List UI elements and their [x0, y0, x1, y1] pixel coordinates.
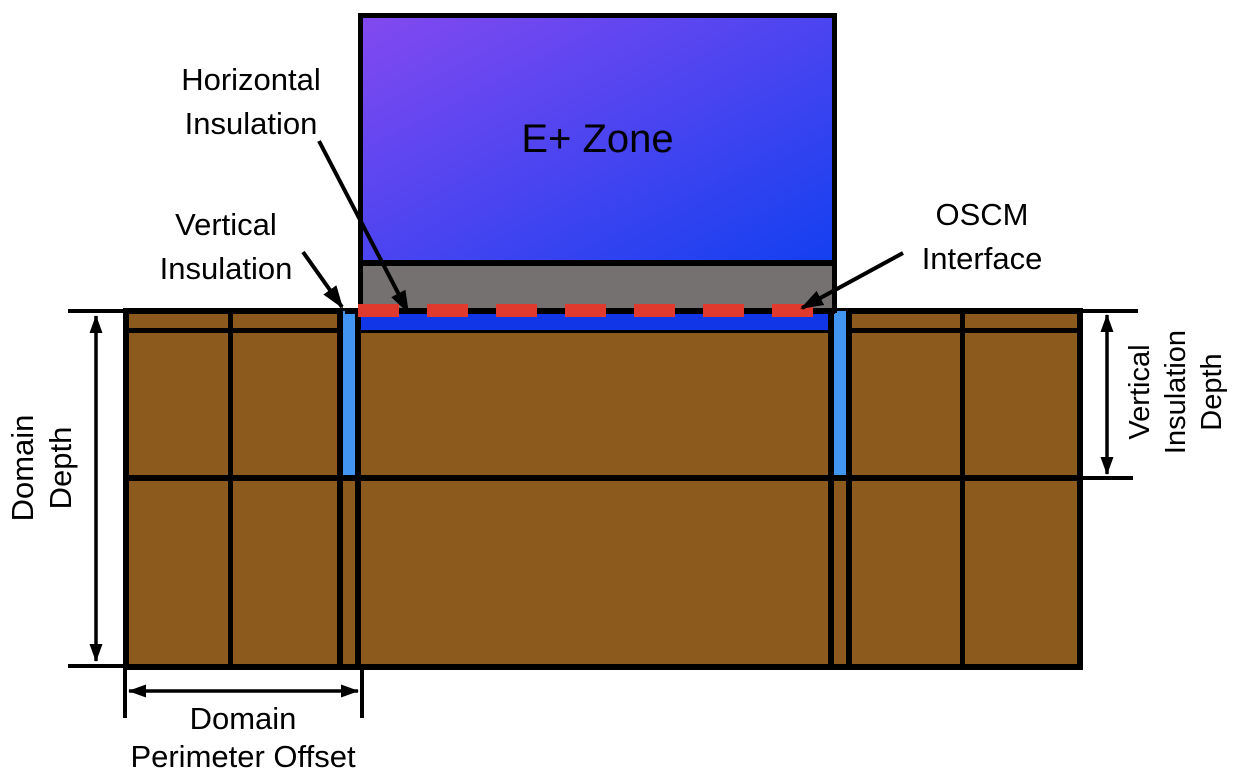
gridline — [129, 328, 337, 333]
horizontal-insulation-label-line1: Horizontal — [181, 62, 321, 97]
vertical-insulation-depth-label: Vertical Insulation Depth — [1122, 282, 1230, 502]
vertical-insulation-depth-label-line1: Vertical — [1124, 344, 1156, 440]
vertical-insulation-label: Vertical Insulation — [125, 203, 327, 291]
gridline — [337, 314, 343, 664]
gridline — [960, 314, 965, 664]
eplus-zone-box: E+ Zone — [358, 13, 837, 265]
oscm-interface-label-line1: OSCM — [935, 197, 1029, 232]
oscm-interface-label: OSCM Interface — [881, 193, 1083, 281]
domain-depth-label-line2: Depth — [43, 426, 78, 510]
domain-perimeter-offset-label-line2: Perimeter Offset — [130, 739, 356, 774]
gridline — [828, 314, 834, 664]
vertical-insulation-label-line2: Insulation — [159, 251, 293, 286]
gridline — [846, 314, 852, 664]
horizontal-insulation-layer — [361, 314, 828, 330]
vertical-insulation-depth-label-line2: Insulation — [1160, 329, 1192, 455]
gridline — [355, 314, 361, 664]
ground-domain — [123, 308, 1083, 670]
horizontal-insulation-label: Horizontal Insulation — [150, 58, 352, 146]
horizontal-insulation-label-line2: Insulation — [184, 106, 318, 141]
vertical-insulation-depth-label-line3: Depth — [1196, 353, 1228, 431]
oscm-interface-dashes — [358, 304, 830, 317]
vertical-insulation-label-line1: Vertical — [175, 207, 277, 242]
vertical-insulation-right — [834, 311, 846, 475]
domain-depth-label: Domain Depth — [4, 358, 80, 578]
domain-depth-label-line1: Domain — [5, 414, 40, 522]
gridline — [129, 475, 1077, 481]
vertical-insulation-left — [343, 311, 355, 475]
eplus-zone-label: E+ Zone — [521, 116, 674, 161]
gridline — [361, 328, 828, 333]
domain-perimeter-offset-label-line1: Domain — [189, 701, 297, 736]
domain-perimeter-offset-label: Domain Perimeter Offset — [93, 700, 393, 776]
oscm-interface-label-line2: Interface — [921, 241, 1043, 276]
gridline — [228, 314, 233, 664]
